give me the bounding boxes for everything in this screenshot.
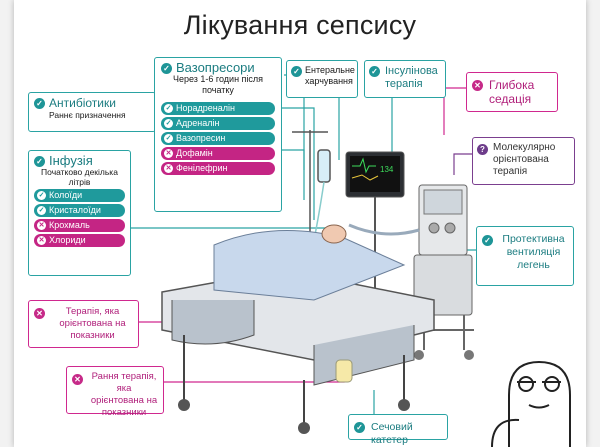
cross-icon: ✕ <box>164 149 173 159</box>
thinking-person-icon <box>491 360 571 447</box>
check-icon: ✓ <box>369 66 380 77</box>
early-text: Рання терапія, яка орієнтована на показн… <box>90 371 158 418</box>
ventilator <box>348 184 474 360</box>
sedation-text: Глибока седація <box>489 78 535 106</box>
deep-sedation-box: ✕ Глибока седація <box>466 72 558 112</box>
early-therapy-box: ✕ Рання терапія, яка орієнтована на пока… <box>66 366 164 418</box>
check-icon: ✓ <box>164 134 173 144</box>
vaso-item-phenylephrine: ✕Фенілефрин <box>161 162 275 176</box>
check-icon: ✓ <box>37 191 46 201</box>
cross-icon: ✕ <box>37 236 46 246</box>
catheter-text: Сечовий катетер <box>371 421 413 446</box>
indicators-text: Терапія, яка орієнтована на показники <box>59 306 126 341</box>
question-icon: ? <box>477 144 488 155</box>
urinary-catheter-box: ✓ Сечовий катетер <box>348 414 448 446</box>
antibiotics-sub: Раннє призначення <box>49 110 126 121</box>
cross-icon: ✕ <box>37 221 46 231</box>
check-icon: ✓ <box>164 119 173 129</box>
vasopressors-box: ✓ Вазопресори Через 1-6 годин після почат… <box>154 57 282 212</box>
vaso-item-adrenaline: ✓Адреналін <box>161 117 275 131</box>
vaso-item-vasopressin: ✓Вазопресин <box>161 132 275 146</box>
infusion-heading: Інфузія <box>49 153 93 168</box>
insulin-box: ✓ Інсулінова терапія <box>364 60 446 98</box>
check-icon: ✓ <box>164 104 173 114</box>
molecular-text: Молекулярно орієнтована терапія <box>493 142 556 177</box>
check-icon: ✓ <box>161 63 172 75</box>
molecular-therapy-box: ? Молекулярно орієнтована терапія <box>472 137 575 185</box>
cross-icon: ✕ <box>472 80 483 91</box>
vaso-item-dopamine: ✕Дофамін <box>161 147 275 161</box>
cross-icon: ✕ <box>34 308 45 319</box>
heart-rate-value: 134 <box>380 165 394 174</box>
slide: 134 <box>14 0 586 447</box>
vital-monitor: 134 <box>345 151 405 320</box>
infusion-box: ✓ Інфузія Початково декілька літрів ✓Коло… <box>28 150 131 276</box>
infusion-item-colloids: ✓Колоїди <box>34 189 125 203</box>
check-icon: ✓ <box>37 206 46 216</box>
cross-icon: ✕ <box>164 164 173 174</box>
enteral-box: ✓ Ентеральне харчування <box>286 60 358 98</box>
vasopressors-heading: Вазопресори <box>176 60 255 75</box>
indicator-therapy-box: ✕ Терапія, яка орієнтована на показники <box>28 300 139 348</box>
antibiotics-box: ✓ Антибіотики Раннє призначення <box>28 92 156 132</box>
infusion-item-chlorides: ✕Хлориди <box>34 234 125 248</box>
icu-illustration: 134 <box>129 74 571 447</box>
infusion-item-starch: ✕Крохмаль <box>34 219 125 233</box>
enteral-text: Ентеральне харчування <box>305 65 355 86</box>
check-icon: ✓ <box>34 156 45 168</box>
page-title: Лікування сепсису <box>183 10 417 40</box>
infusion-sub: Початково декілька літрів <box>41 167 118 188</box>
insulin-text: Інсулінова терапія <box>385 65 438 90</box>
check-icon: ✓ <box>354 422 365 433</box>
cross-icon: ✕ <box>72 374 83 385</box>
protective-ventilation-box: ✓ Протективна вентиляція легень <box>476 226 574 286</box>
check-icon: ✓ <box>482 235 493 246</box>
vaso-item-noradrenaline: ✓Норадреналін <box>161 102 275 116</box>
ventilation-text: Протективна вентиляція легень <box>502 233 565 271</box>
antibiotics-heading: Антибіотики <box>49 96 116 110</box>
vasopressors-sub: Через 1-6 годин після початку <box>172 74 264 96</box>
check-icon: ✓ <box>34 98 45 110</box>
infusion-item-crystalloids: ✓Кристалоїди <box>34 204 125 218</box>
check-icon: ✓ <box>291 66 302 77</box>
hospital-bed <box>161 224 435 434</box>
